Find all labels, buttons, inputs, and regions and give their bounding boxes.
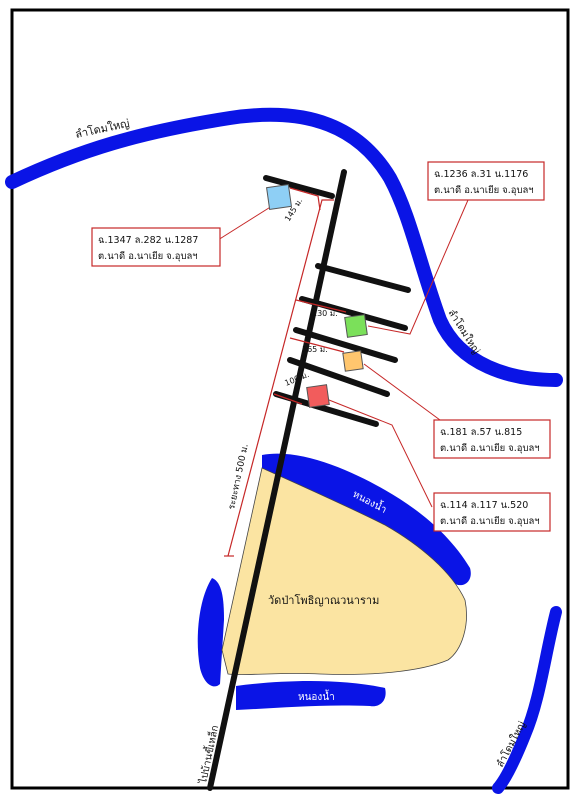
label-pond-lower: หนองน้ำ <box>298 689 335 703</box>
label-distance-165: 165 ม. <box>302 345 328 354</box>
side-road-4 <box>293 327 398 363</box>
parcel-orange-line1: ฉ.181 ล.57 น.815 <box>440 427 522 438</box>
label-temple: วัดป่าโพธิญาณวนาราม <box>268 593 379 607</box>
parcel-red-line1: ฉ.114 ล.117 น.520 <box>440 500 528 511</box>
parcel-blue-line2: ต.นาดี อ.นาเยีย จ.อุบลฯ <box>98 250 198 262</box>
pond-west <box>197 578 224 687</box>
side-road-2 <box>315 263 411 293</box>
parcel-orange-marker[interactable] <box>342 350 364 372</box>
pond-lower <box>236 681 386 710</box>
parcel-blue-line1: ฉ.1347 ล.282 น.1287 <box>98 235 198 246</box>
side-road-3 <box>299 296 408 331</box>
side-road-5 <box>287 357 390 397</box>
parcel-red-marker[interactable] <box>306 384 330 408</box>
leader-green <box>367 199 469 335</box>
measure-130 <box>295 299 347 313</box>
main-road <box>207 169 347 791</box>
parcel-box-green[interactable]: ฉ.1236 ล.31 น.1176 ต.นาดี อ.นาเยีย จ.อุบ… <box>427 161 545 201</box>
label-distance-130: 130 ม. <box>312 309 338 318</box>
river-southeast <box>492 606 562 794</box>
measure-165 <box>289 337 345 353</box>
leader-lines <box>217 199 469 508</box>
leader-orange <box>363 363 441 421</box>
measure-lines <box>224 187 347 557</box>
measure-145 <box>289 187 321 211</box>
temple-area <box>221 467 467 675</box>
parcel-green-line1: ฉ.1236 ล.31 น.1176 <box>434 169 528 180</box>
measure-500 <box>227 199 334 557</box>
parcel-blue-marker[interactable] <box>266 184 292 210</box>
parcel-green-line2: ต.นาดี อ.นาเยีย จ.อุบลฯ <box>434 184 534 196</box>
side-road-1 <box>263 175 335 199</box>
parcel-box-red[interactable]: ฉ.114 ล.117 น.520 ต.นาดี อ.นาเยีย จ.อุบล… <box>433 492 551 532</box>
leader-red <box>323 397 433 508</box>
leader-blue <box>217 205 273 241</box>
parcel-box-blue[interactable]: ฉ.1347 ล.282 น.1287 ต.นาดี อ.นาเยีย จ.อุ… <box>91 227 221 267</box>
parcel-green-marker[interactable] <box>344 314 368 338</box>
parcel-red-line2: ต.นาดี อ.นาเยีย จ.อุบลฯ <box>440 515 540 527</box>
measure-100 <box>273 393 303 405</box>
parcel-box-orange[interactable]: ฉ.181 ล.57 น.815 ต.นาดี อ.นาเยีย จ.อุบลฯ <box>433 419 551 459</box>
parcel-orange-line2: ต.นาดี อ.นาเยีย จ.อุบลฯ <box>440 442 540 454</box>
river-main <box>5 107 563 387</box>
